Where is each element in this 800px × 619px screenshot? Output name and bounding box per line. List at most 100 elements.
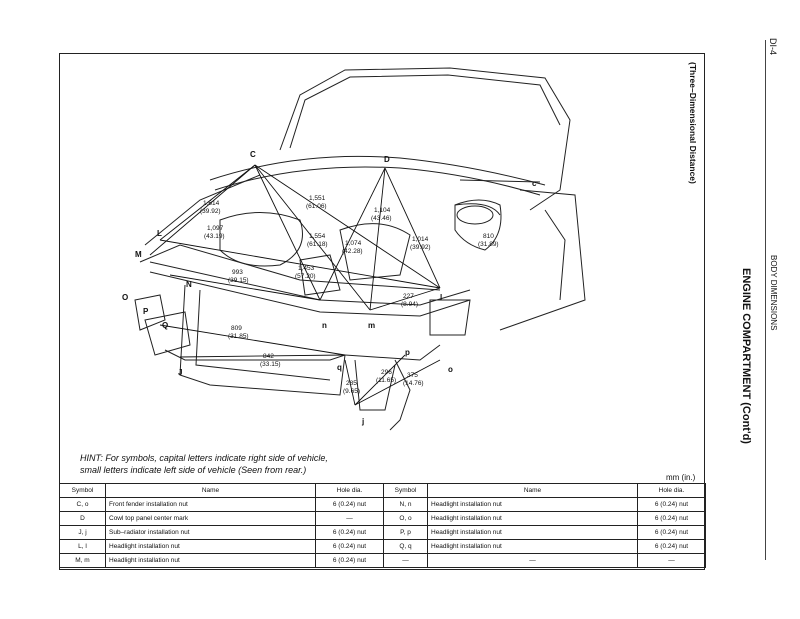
dim-7-in: (39.92) — [410, 244, 431, 251]
dim-2-mm: 1,097 — [207, 225, 224, 232]
table-cell: Headlight installation nut — [427, 511, 638, 526]
symbol-Q: Q — [162, 321, 168, 330]
table-row: D Cowl top panel center mark — O, o Head… — [59, 511, 706, 526]
dim-1-in: (39.92) — [200, 208, 221, 215]
table-cell: P, p — [383, 525, 428, 540]
dimension-labels: 1,614 (39.92) 1,097 (43.19) 1,551 (61.06… — [200, 195, 499, 395]
point-symbols: C D c L M N O P Q J n m l q p o j — [122, 150, 537, 426]
dim-4-mm: 1,104 — [374, 207, 391, 214]
symbol-table: Symbol Name Hole dia. Symbol Name Hole d… — [59, 483, 706, 568]
dim-16-mm: 285 — [346, 380, 357, 387]
dim-1-mm: 1,614 — [203, 200, 220, 207]
symbol-D: D — [384, 155, 390, 164]
table-cell: Headlight installation nut — [427, 525, 638, 540]
hint-line-2: small letters indicate left side of vehi… — [80, 465, 307, 475]
symbol-M: M — [135, 250, 142, 259]
dim-6-in: (42.28) — [342, 248, 363, 255]
table-cell: C, o — [59, 497, 106, 512]
dim-12-in: (31.85) — [228, 333, 249, 340]
hint-text: HINT: For symbols, capital letters indic… — [80, 452, 328, 476]
table-cell: Headlight installation nut — [427, 497, 638, 512]
section-label: BODY DIMENSIONS — [769, 255, 778, 331]
dim-10-mm: 1,453 — [298, 265, 315, 272]
dimension-lines — [149, 164, 441, 406]
dim-4-in: (43.46) — [371, 215, 392, 222]
symbol-p: p — [405, 348, 410, 357]
col-header-hole-dia-2: Hole dia. — [637, 483, 706, 498]
page-number: DI-4 — [768, 38, 778, 56]
table-cell: — — [427, 553, 638, 568]
table-cell: L, l — [59, 539, 106, 554]
table-cell: Headlight installation nut — [427, 539, 638, 554]
dim-3-in: (61.06) — [306, 203, 327, 210]
dim-15-mm: 375 — [407, 372, 418, 379]
symbol-o: o — [448, 365, 453, 374]
dim-3-mm: 1,551 — [309, 195, 326, 202]
table-cell: 6 (0.24) nut — [637, 539, 706, 554]
table-cell: 6 (0.24) nut — [315, 553, 384, 568]
col-header-symbol: Symbol — [59, 483, 106, 498]
hint-line-1: HINT: For symbols, capital letters indic… — [80, 453, 328, 463]
dim-9-mm: 993 — [232, 269, 243, 276]
table-cell: O, o — [383, 511, 428, 526]
table-row: J, j Sub–radiator installation nut 6 (0.… — [59, 525, 706, 540]
symbol-m: m — [368, 321, 375, 330]
dim-5-in: (61.18) — [307, 241, 328, 248]
table-header-row: Symbol Name Hole dia. Symbol Name Hole d… — [59, 483, 706, 498]
dim-15-in: (14.76) — [403, 380, 424, 387]
table-cell: D — [59, 511, 106, 526]
table-cell: Sub–radiator installation nut — [105, 525, 316, 540]
table-cell: Q, q — [383, 539, 428, 554]
dim-5-mm: 1,554 — [309, 233, 326, 240]
table-cell: N, n — [383, 497, 428, 512]
table-cell: — — [637, 553, 706, 568]
col-header-name: Name — [105, 483, 316, 498]
symbol-n: n — [322, 321, 327, 330]
symbol-C: C — [250, 150, 256, 159]
table-cell: 6 (0.24) nut — [315, 525, 384, 540]
symbol-q: q — [337, 363, 342, 372]
dim-12-mm: 809 — [231, 325, 242, 332]
symbol-J: J — [178, 368, 182, 377]
symbol-j: j — [361, 417, 364, 426]
table-cell: 6 (0.24) nut — [315, 497, 384, 512]
dim-16-in: (9.65) — [343, 388, 360, 395]
dim-6-mm: 1,074 — [345, 240, 362, 247]
page-heading: ENGINE COMPARTMENT (Cont'd) — [740, 268, 752, 444]
table-row: M, m Headlight installation nut 6 (0.24)… — [59, 553, 706, 568]
table-cell: 6 (0.24) nut — [315, 539, 384, 554]
figure-frame — [59, 53, 705, 570]
table-cell: — — [315, 511, 384, 526]
symbol-P: P — [143, 307, 149, 316]
symbol-l: l — [440, 293, 442, 302]
table-cell: 6 (0.24) nut — [637, 525, 706, 540]
table-row: L, l Headlight installation nut 6 (0.24)… — [59, 539, 706, 554]
dim-13-in: (33.15) — [260, 361, 281, 368]
table-cell: 6 (0.24) nut — [637, 497, 706, 512]
symbol-c: c — [532, 179, 537, 188]
dim-14-mm: 296 — [381, 369, 392, 376]
table-cell: Cowl top panel center mark — [105, 511, 316, 526]
table-cell: J, j — [59, 525, 106, 540]
dim-2-in: (43.19) — [204, 233, 225, 240]
col-header-symbol-2: Symbol — [383, 483, 428, 498]
dim-8-mm: 810 — [483, 233, 494, 240]
dim-14-in: (11.65) — [376, 377, 396, 384]
table-cell: M, m — [59, 553, 106, 568]
units-label: mm (in.) — [666, 473, 696, 482]
table-cell: Headlight installation nut — [105, 539, 316, 554]
margin-rule — [765, 40, 766, 560]
col-header-name-2: Name — [427, 483, 638, 498]
symbol-O: O — [122, 293, 128, 302]
dim-8-in: (31.89) — [478, 241, 499, 248]
table-cell: — — [383, 553, 428, 568]
table-cell: Headlight installation nut — [105, 553, 316, 568]
dim-10-in: (57.20) — [295, 273, 316, 280]
col-header-hole-dia: Hole dia. — [315, 483, 384, 498]
dim-11-in: (8.94) — [401, 301, 418, 308]
dim-11-mm: 227 — [403, 293, 414, 300]
table-cell: 6 (0.24) nut — [637, 511, 706, 526]
dim-9-in: (39.15) — [228, 277, 249, 284]
symbol-L: L — [157, 229, 162, 238]
dim-7-mm: 1,014 — [412, 236, 429, 243]
